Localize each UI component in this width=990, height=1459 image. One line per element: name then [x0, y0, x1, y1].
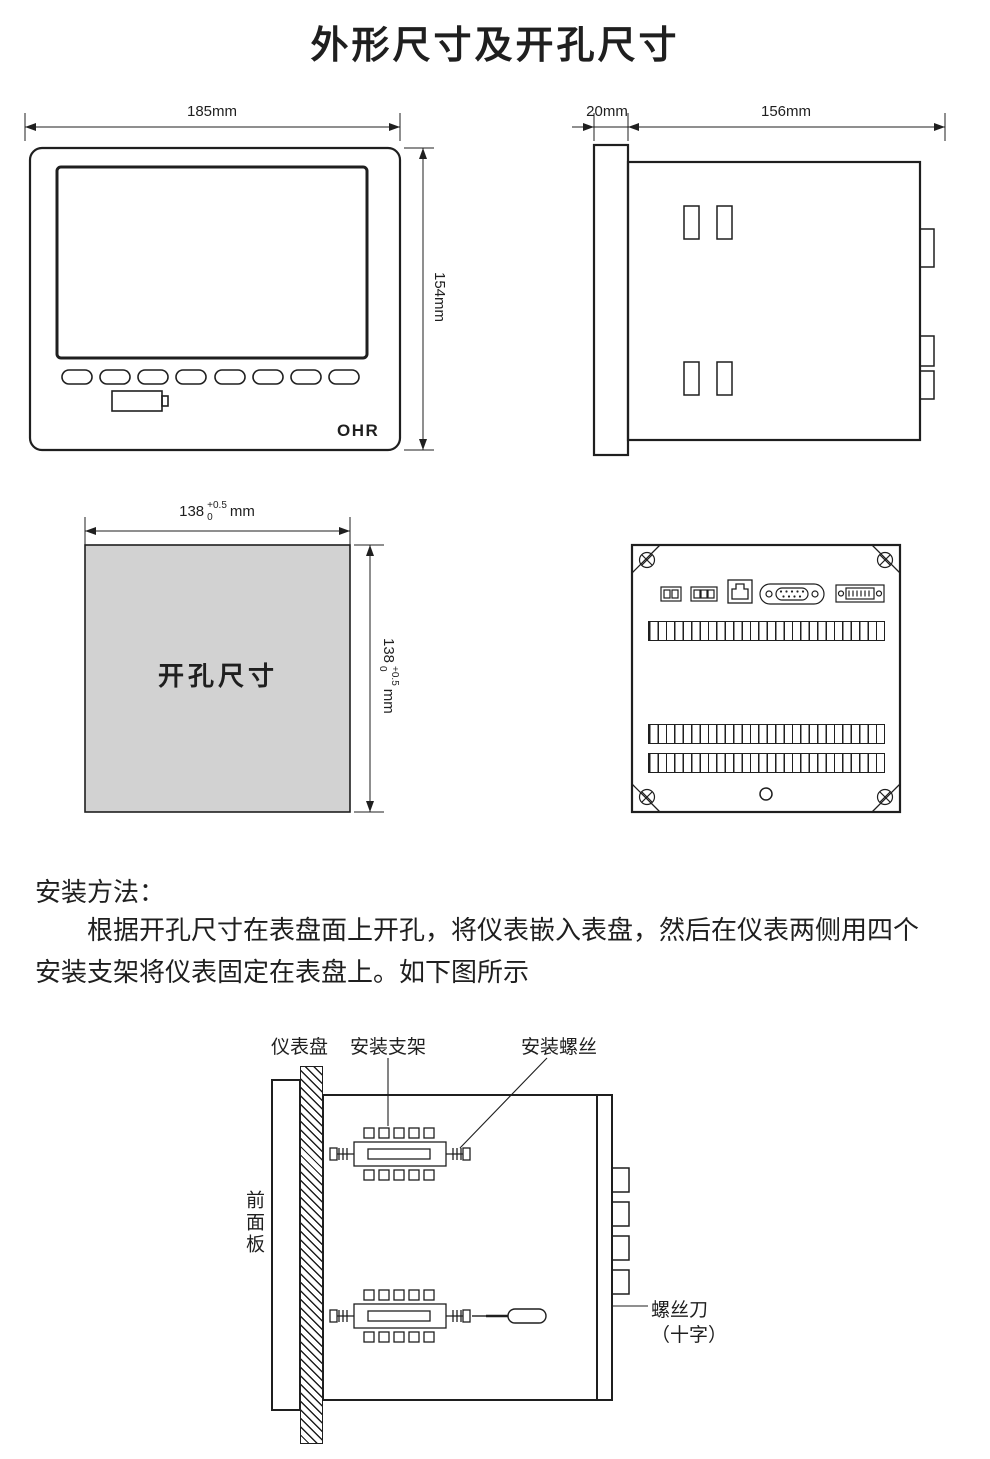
front-width-dim-label: 185mm	[186, 103, 238, 120]
front-width-dimension	[24, 113, 401, 141]
side-width-dim-label: 156mm	[760, 103, 812, 120]
back-hole	[759, 787, 773, 801]
install-diagram	[271, 1057, 648, 1411]
cutout-height-value: 138	[380, 638, 397, 664]
back-terminal-block-1	[660, 586, 682, 602]
side-bracket-slots	[683, 205, 733, 396]
front-usb-port	[111, 390, 169, 412]
cutout-height-dimension	[354, 544, 384, 813]
back-terminal-strip-2	[648, 724, 885, 744]
back-outline	[630, 543, 902, 814]
label-instrument-panel: 仪表盘	[271, 1037, 329, 1058]
diagram-front-panel	[271, 1079, 301, 1411]
front-buttons	[61, 369, 360, 385]
label-front-panel: 前面板	[243, 1190, 264, 1256]
front-view	[24, 113, 434, 452]
diagram-panel-hatched-bar	[300, 1066, 323, 1444]
label-mounting-bracket: 安装支架	[350, 1037, 427, 1058]
side-view	[572, 113, 946, 457]
front-panel-outline	[28, 146, 402, 452]
side-dimensions	[572, 113, 946, 141]
install-body: 根据开孔尺寸在表盘面上开孔，将仪表嵌入表盘，然后在仪表两侧用四个安装支架将仪表固…	[35, 916, 920, 988]
leader-lines	[387, 1057, 648, 1307]
install-heading: 安装方法：	[35, 878, 166, 907]
brand-logo: OHR	[337, 421, 380, 440]
side-rear-clips	[919, 228, 935, 400]
front-height-dimension	[404, 147, 434, 451]
mounting-bracket-bottom	[329, 1289, 471, 1343]
label-screwdriver-type: （十字）	[651, 1325, 728, 1346]
label-mounting-screw: 安装螺丝	[521, 1037, 598, 1058]
back-terminal-strip-3	[648, 753, 885, 773]
back-terminal-strip-1	[648, 621, 885, 641]
mounting-bracket-top	[329, 1127, 471, 1181]
corner-screw-icon	[638, 551, 894, 806]
power-terminal-icon	[835, 584, 885, 603]
side-depth-dim-label: 20mm	[586, 103, 628, 120]
cutout-width-dimension	[84, 517, 351, 545]
db9-connector-icon	[759, 583, 825, 605]
back-terminal-block-2	[690, 586, 718, 602]
side-bezel	[592, 143, 630, 457]
cutout-width-value: 138	[179, 503, 205, 520]
diagram-rear-clips	[611, 1167, 630, 1295]
front-screen	[55, 165, 369, 360]
cutout-square	[84, 544, 351, 813]
cutout-width-unit: mm	[229, 503, 255, 520]
diagram-back-plate	[596, 1094, 613, 1401]
cutout-view	[84, 517, 384, 813]
back-view	[630, 543, 902, 814]
screwdriver-icon	[472, 1308, 547, 1324]
front-height-dim-label: 154mm	[431, 272, 448, 323]
label-screwdriver: 螺丝刀	[651, 1300, 709, 1321]
ethernet-port-icon	[727, 579, 753, 604]
side-body	[626, 160, 922, 442]
cutout-height-unit: mm	[380, 688, 397, 714]
cutout-label: 开孔尺寸	[158, 662, 279, 691]
page-title: 外形尺寸及开孔尺寸	[310, 25, 680, 67]
diagram-body	[322, 1094, 598, 1401]
